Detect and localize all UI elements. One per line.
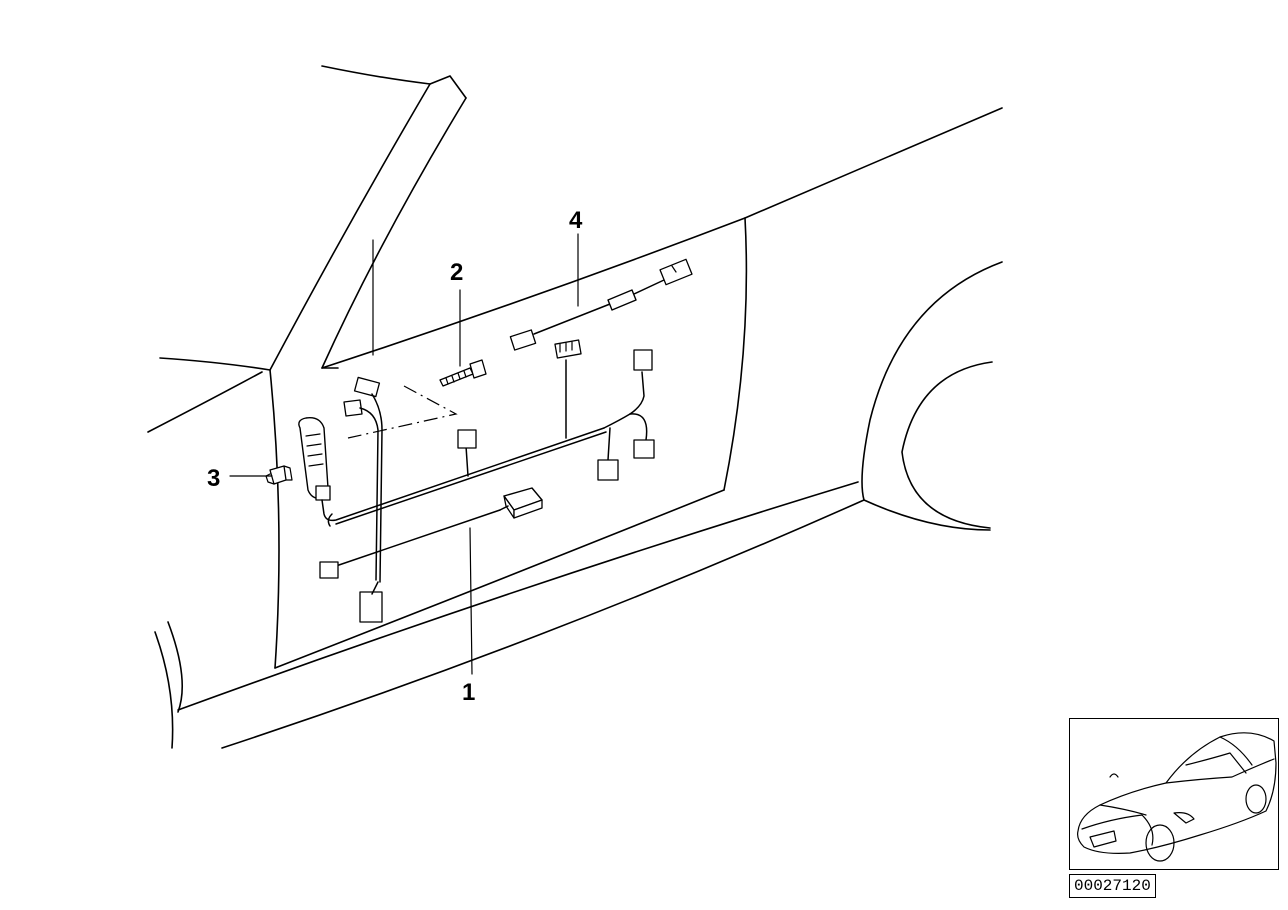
cable-part-4 bbox=[509, 258, 693, 351]
callout-2: 2 bbox=[450, 259, 463, 286]
screw-part-2 bbox=[347, 359, 487, 439]
vehicle-reference-thumbnail bbox=[1069, 718, 1279, 870]
callout-3: 3 bbox=[207, 465, 220, 492]
harness-part-1 bbox=[298, 339, 655, 623]
leader-1 bbox=[469, 527, 473, 675]
car-thumbnail-icon bbox=[1077, 732, 1277, 862]
clip-part-3 bbox=[265, 465, 293, 485]
callout-4: 4 bbox=[569, 207, 583, 234]
reference-code-label: 00027120 bbox=[1069, 874, 1156, 898]
callout-1: 1 bbox=[462, 679, 475, 706]
car-body-outline bbox=[147, 65, 1003, 749]
